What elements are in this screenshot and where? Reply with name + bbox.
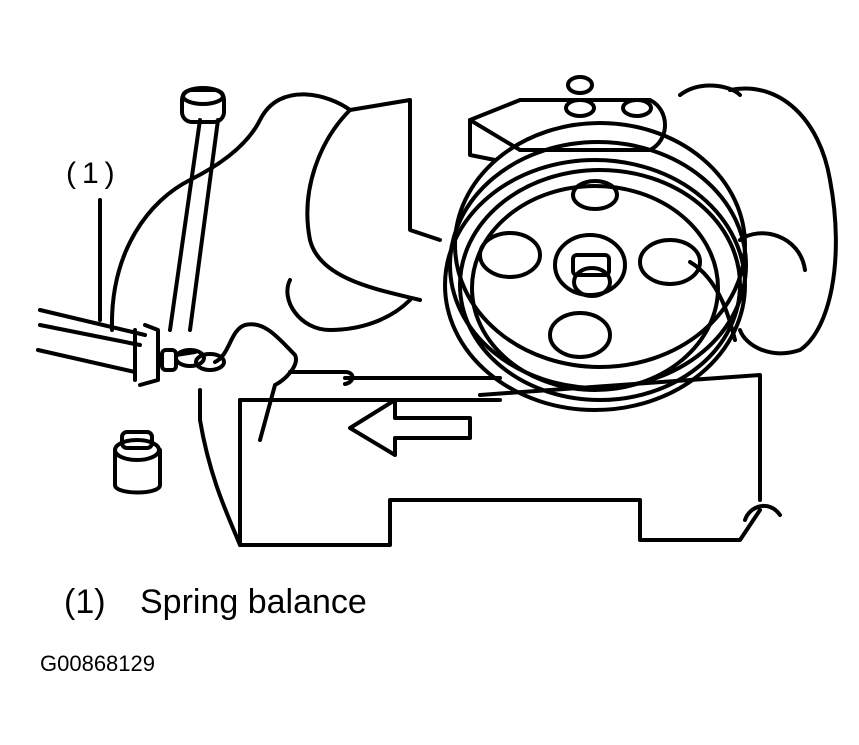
legend-item: (1) Spring balance	[64, 583, 367, 622]
pull-direction-arrow	[348, 398, 472, 457]
pump-bracket	[468, 75, 667, 162]
lower-bolt	[113, 430, 162, 495]
legend-number: (1)	[64, 583, 106, 621]
callout-label: (1)	[66, 157, 121, 190]
engine-illustration	[36, 75, 838, 547]
hook-wire	[213, 260, 737, 442]
pulley	[443, 121, 748, 412]
figure-id: G00868129	[40, 651, 155, 676]
spring-balance	[36, 198, 226, 387]
legend-text: Spring balance	[140, 583, 367, 621]
rod	[168, 86, 226, 332]
